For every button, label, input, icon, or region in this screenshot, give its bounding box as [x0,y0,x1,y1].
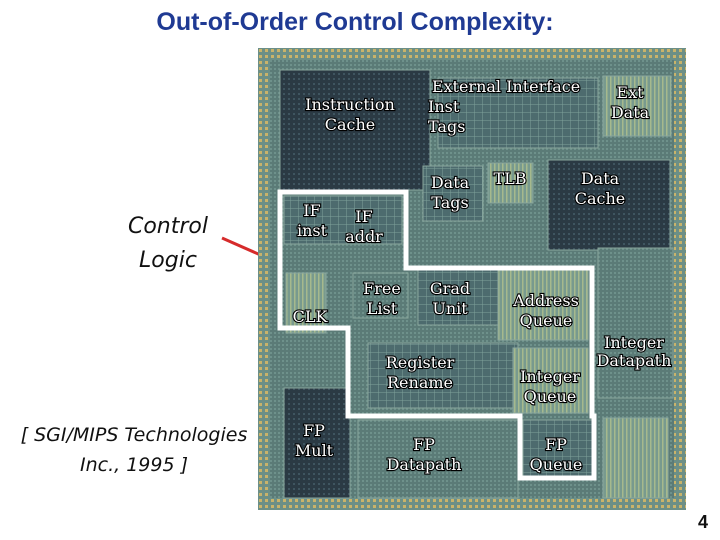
label-integer-datapath-1: Integer [604,333,664,352]
label-if-addr-1: IF [355,207,372,226]
label-grad-unit-2: Unit [432,299,468,318]
integer-datapath-block [597,247,674,399]
label-fp-mult-2: Mult [295,441,334,460]
label-data-tags-1: Data [431,173,470,192]
label-instruction-cache-1: Instruction [305,95,395,114]
control-logic-outline [277,189,597,481]
label-instruction-cache-2: Cache [325,115,376,134]
fp-queue-block [522,419,594,481]
label-ext-data-1: Ext [616,83,644,102]
label-fp-queue-1: FP [545,435,567,454]
label-integer-queue-2: Queue [524,387,577,406]
ext-data-block [602,75,672,137]
label-tlb: TLB [493,169,526,188]
label-fp-datapath-2: Datapath [387,455,462,474]
label-integer-datapath-2: Datapath [597,351,672,370]
slide-title: Out-of-Order Control Complexity: [156,8,554,36]
page-number: 4 [697,512,708,532]
label-data-tags-2: Tags [431,193,468,212]
image-credit: [ SGI/MIPS Technologies Inc., 1995 ] [6,420,262,480]
die-photo: Instruction Cache External Interface Ins… [258,48,686,510]
label-clk: CLK [293,307,329,326]
label-free-list-1: Free [363,279,401,298]
misc-block [602,417,669,499]
control-logic-caption: Control Logic [108,210,228,278]
label-if-addr-2: addr [345,227,383,246]
label-data-cache-1: Data [581,169,620,188]
tlb-block [487,162,534,204]
clk-block [285,272,327,334]
free-list-block [352,272,409,319]
label-inst-tags-2: Tags [428,117,465,136]
fp-mult-block [283,387,351,499]
label-if-inst-2: inst [297,221,328,240]
fp-datapath-block [357,419,519,499]
label-address-queue-2: Queue [520,311,573,330]
label-address-queue-1: Address [512,291,579,310]
if-block [283,195,403,245]
label-register-rename-1: Register [386,353,455,372]
label-register-rename-2: Rename [387,373,453,392]
label-fp-queue-2: Queue [530,455,583,474]
credit-line2: Inc., 1995 ] [79,454,189,476]
label-data-cache-2: Cache [575,189,626,208]
data-cache-block [547,159,671,251]
label-integer-queue-1: Integer [520,367,580,386]
credit-line1: [ SGI/MIPS Technologies [20,424,248,446]
control-logic-line2: Logic [139,248,197,273]
label-inst-tags-1: Inst [428,97,460,116]
label-grad-unit-1: Grad [430,279,470,298]
grad-unit-block [417,269,499,326]
label-fp-datapath-1: FP [413,435,435,454]
label-fp-mult-1: FP [303,421,325,440]
integer-queue-block [512,347,589,414]
data-tags-block [422,165,484,222]
label-if-inst-1: IF [303,201,320,220]
label-external-interface: External Interface [432,77,580,96]
label-free-list-2: List [367,299,398,318]
register-rename-block [367,342,519,409]
external-interface-block [437,77,599,149]
control-logic-line1: Control [127,214,208,239]
processor-die-micrograph: Instruction Cache External Interface Ins… [258,48,686,510]
label-ext-data-2: Data [611,103,650,122]
address-queue-block [497,269,589,341]
